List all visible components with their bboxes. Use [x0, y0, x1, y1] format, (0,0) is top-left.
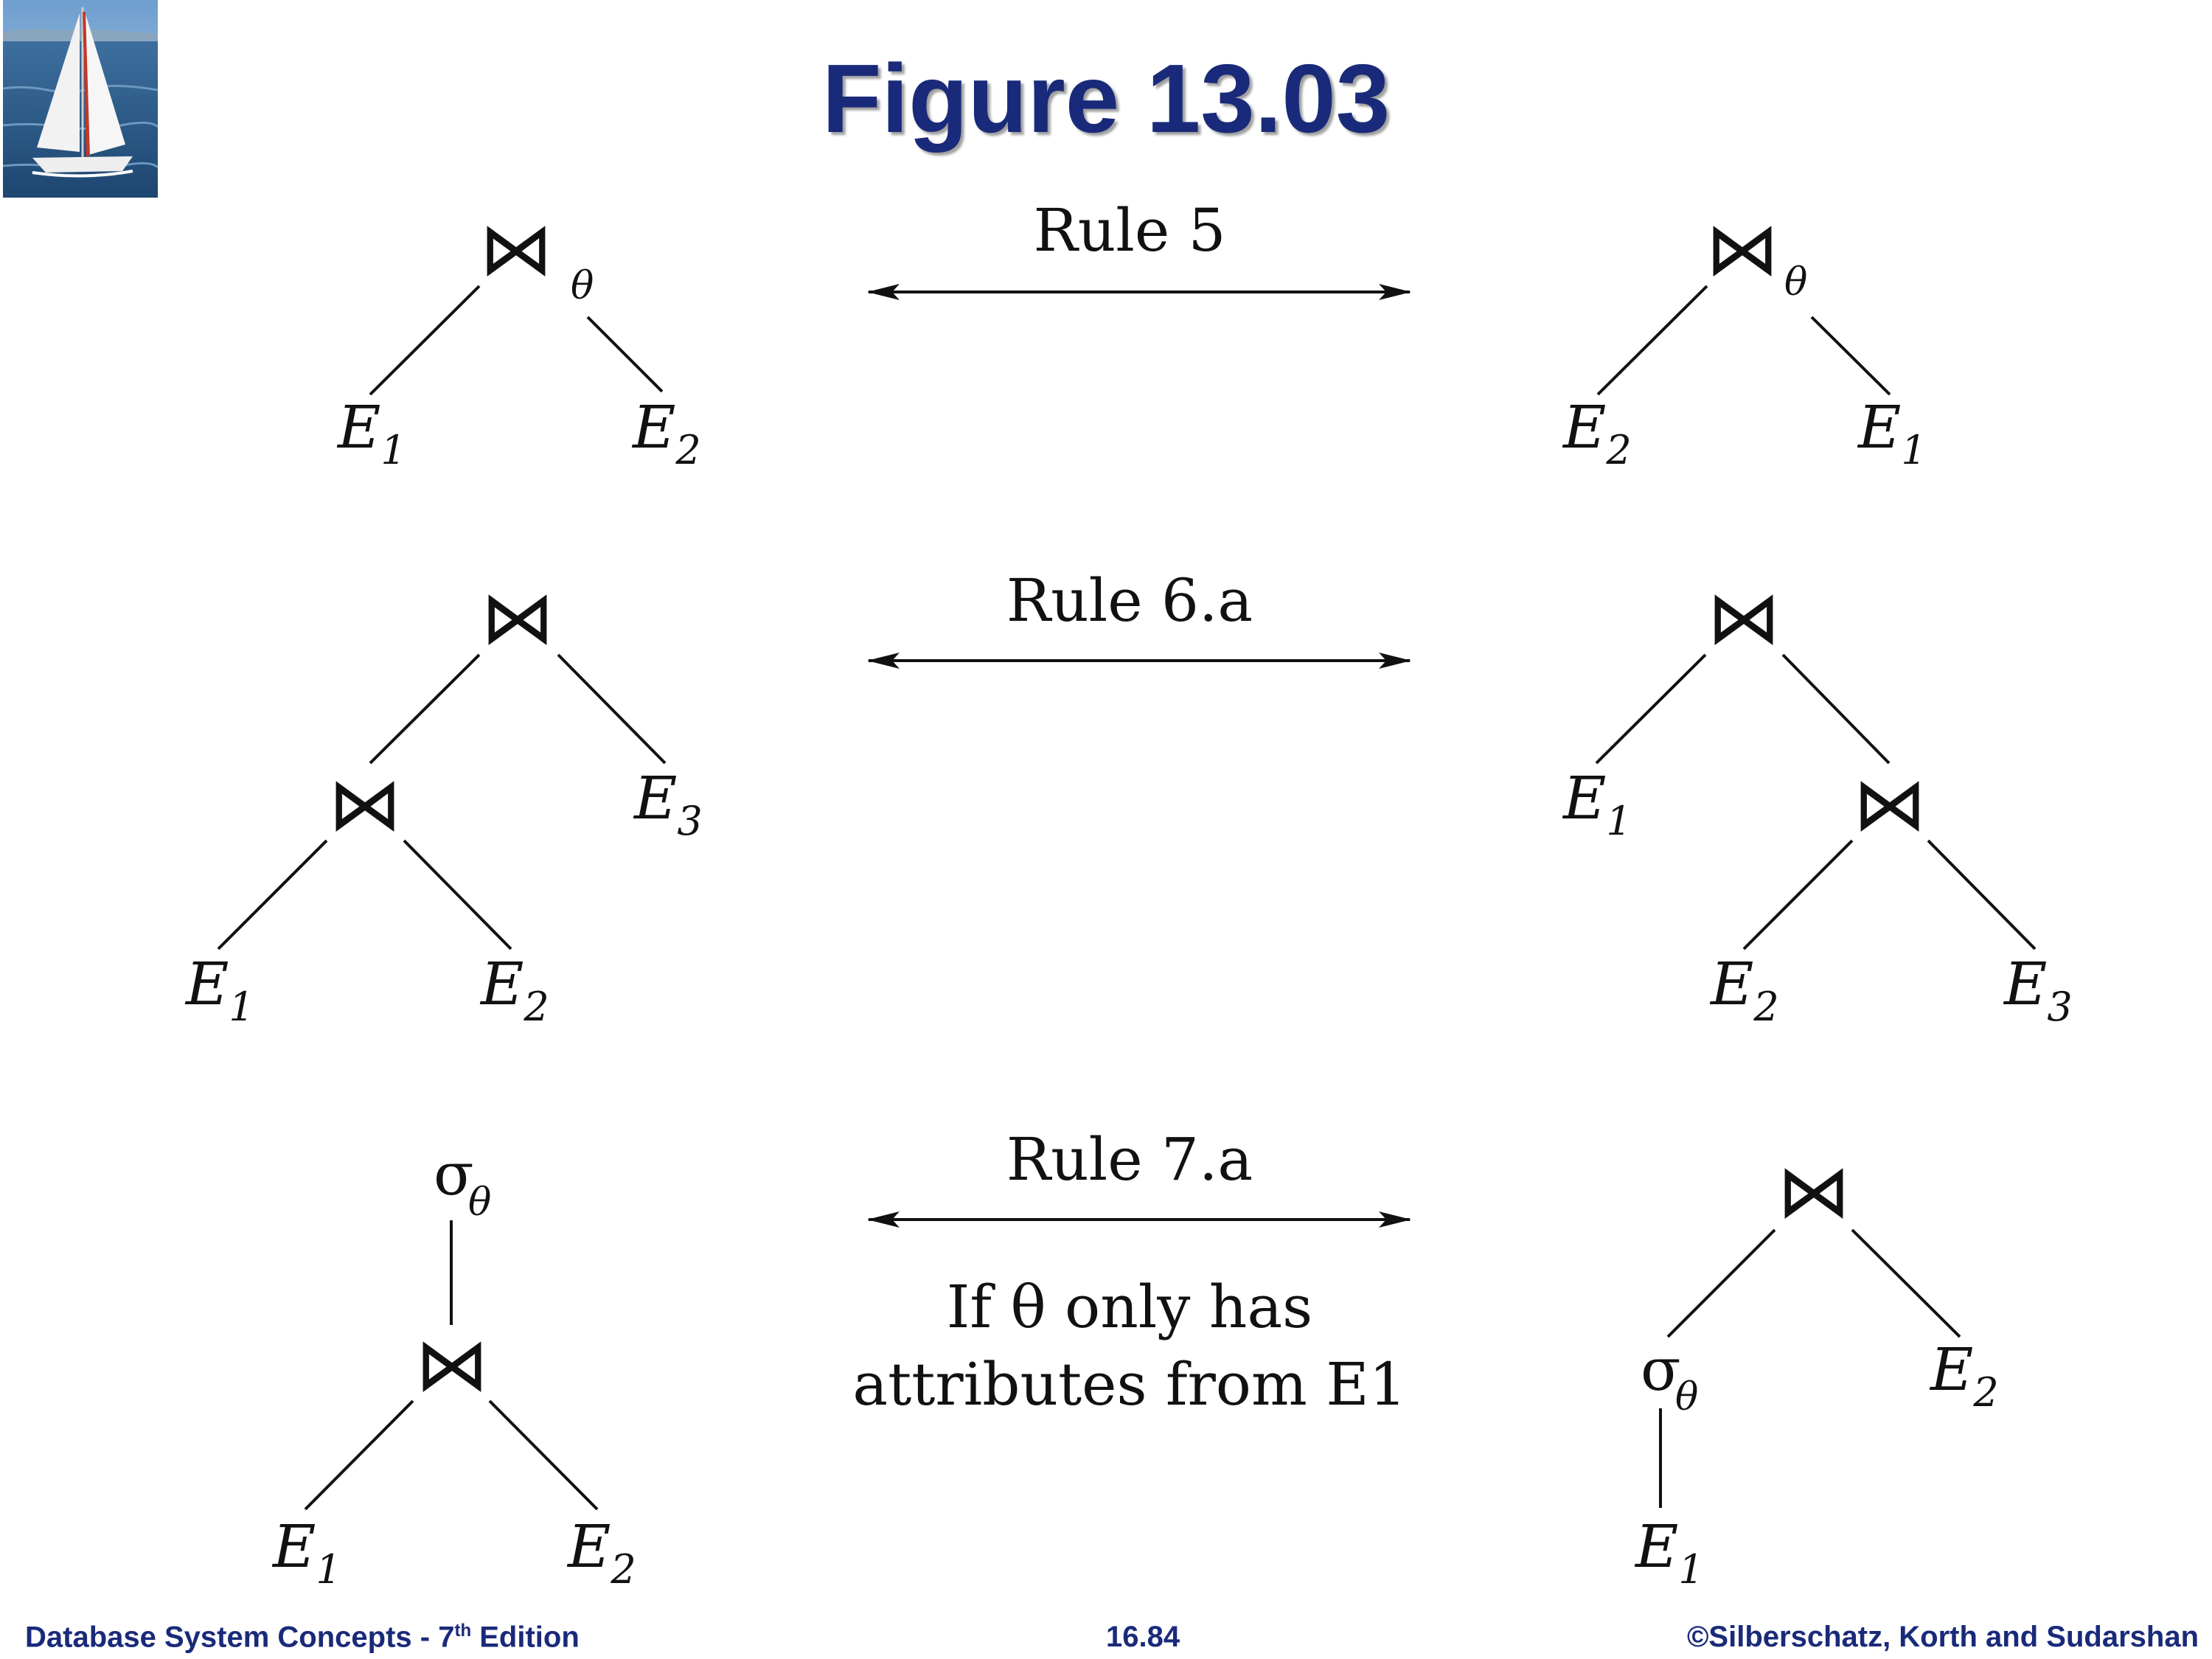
theta-subscript: θ [1675, 1375, 1698, 1419]
join-symbol: ⋈ [1853, 761, 1927, 847]
edge [557, 653, 667, 765]
relation-e2: E2 [631, 393, 701, 473]
footer-page-number: 16.84 [1106, 1621, 1180, 1653]
relation-e2: E2 [1709, 950, 1779, 1030]
edge [217, 839, 328, 950]
relation-e3: E3 [2003, 950, 2073, 1030]
join-symbol: ⋈ [1777, 1148, 1851, 1234]
sailboat-logo [3, 0, 158, 198]
join-symbol: ⋈ [479, 206, 553, 292]
theta-subscript: θ [571, 264, 594, 308]
slide-title: Figure 13.03 [821, 44, 1391, 153]
relation-e1: E1 [336, 393, 406, 473]
join-symbol: ⋈ [481, 574, 554, 661]
join-symbol: ⋈ [1707, 574, 1781, 661]
join-symbol: ⋈ [415, 1321, 489, 1408]
rule5-label: Rule 5 [1033, 196, 1225, 265]
join-symbol: ⋈ [328, 761, 402, 847]
rule7a-condition-line2: attributes from E1 [852, 1350, 1406, 1419]
edge [586, 316, 664, 393]
footer-edition-suffix: th [454, 1621, 472, 1641]
relation-e3: E3 [633, 764, 703, 844]
relation-e1: E1 [1857, 393, 1927, 473]
edge [369, 653, 481, 765]
rule7a-condition-line1: If θ only has [947, 1273, 1312, 1341]
relation-e1: E1 [1634, 1512, 1704, 1593]
relation-e2: E2 [479, 950, 549, 1030]
edge [1742, 839, 1854, 950]
edge [1781, 653, 1891, 765]
edge [1810, 316, 1891, 396]
edge [403, 839, 512, 950]
theta-subscript: θ [468, 1180, 491, 1225]
edge [369, 285, 481, 396]
relation-e2: E2 [1929, 1335, 1999, 1416]
edge [1927, 839, 2037, 950]
edge [1666, 1228, 1776, 1338]
relation-e2: E2 [1562, 393, 1632, 473]
join-symbol: ⋈ [1705, 206, 1779, 292]
edge [1596, 285, 1708, 396]
footer-copyright: ©Silberschatz, Korth and Sudarshan [1686, 1621, 2199, 1653]
footer-book-title: Database System Concepts - 7th Edition [25, 1622, 580, 1652]
edge [304, 1399, 414, 1511]
rule6a-label: Rule 6.a [1006, 566, 1253, 635]
edge [1851, 1228, 1961, 1338]
edge [488, 1399, 599, 1511]
footer-book-title-main: Database System Concepts - 7 [25, 1621, 455, 1654]
theta-subscript: θ [1784, 260, 1807, 305]
footer-book-title-tail: Edition [471, 1621, 580, 1654]
relation-e1: E1 [271, 1512, 341, 1593]
selection-sigma: σ [1641, 1335, 1681, 1404]
selection-sigma: σ [434, 1140, 474, 1208]
rule7a-label: Rule 7.a [1006, 1125, 1253, 1194]
relation-e1: E1 [1562, 764, 1632, 844]
relation-e1: E1 [184, 950, 254, 1030]
edge [1595, 653, 1707, 765]
relation-e2: E2 [566, 1512, 636, 1593]
